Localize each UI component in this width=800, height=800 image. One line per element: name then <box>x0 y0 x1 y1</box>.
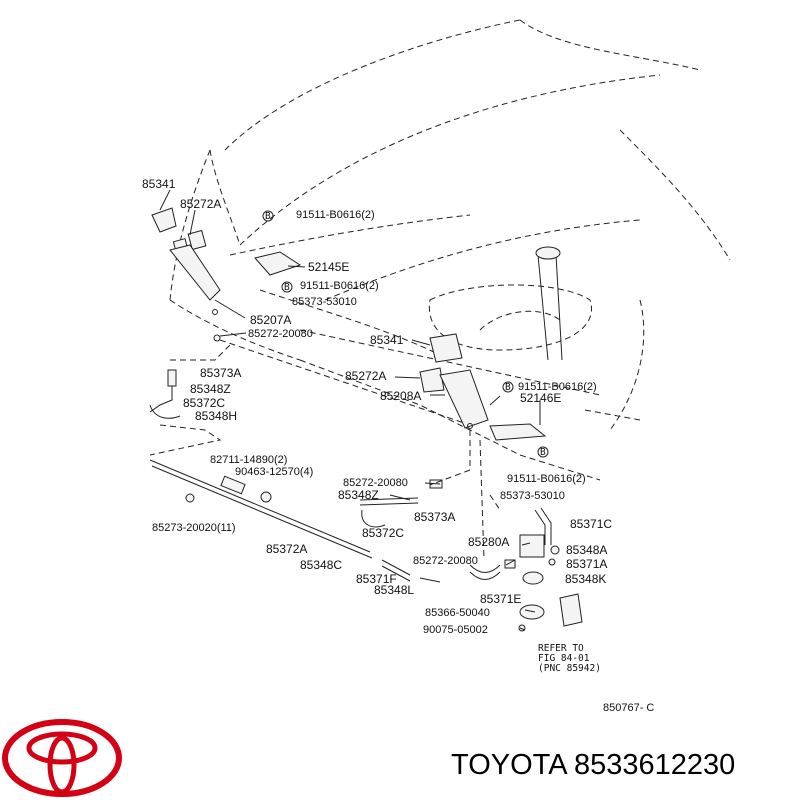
washer-tank-neck <box>535 246 563 361</box>
left-hose-set <box>149 344 231 456</box>
main-washer-hose <box>149 459 373 559</box>
part-label: 85366-50040 <box>425 607 490 619</box>
part-label: 85272A <box>345 369 386 383</box>
bolt-marker-icon <box>537 446 549 458</box>
part-label: 85272-20080 <box>248 328 313 340</box>
part-label: 52146E <box>520 391 561 405</box>
part-label: 85373A <box>200 366 241 380</box>
part-label: 85341 <box>370 333 404 347</box>
part-label: 91511-B0616(2) <box>507 473 586 485</box>
part-label: 90463-12570(4) <box>235 466 313 478</box>
reference-note: REFER TO FIG 84-01 (PNC 85942) <box>538 643 601 674</box>
logo-vertical-ellipse <box>47 735 77 795</box>
part-label: 91511-B0616(2) <box>518 381 597 393</box>
part-label: 85372C <box>362 526 404 540</box>
diagram-code: 850767- C <box>603 702 654 714</box>
part-label: 85348A <box>566 543 607 557</box>
part-label: 91511-B0616(2) <box>300 280 379 292</box>
part-label: 90075-05002 <box>423 624 488 636</box>
bolt-marker-icon <box>262 210 274 222</box>
reference-note-line3: (PNC 85942) <box>538 663 601 674</box>
bolt-marker-icon <box>281 281 293 293</box>
part-label: 85273-20020(11) <box>152 522 236 534</box>
part-label: 85373A <box>414 510 455 524</box>
center-hose-set <box>359 430 501 561</box>
part-label: 85272-20080 <box>343 477 408 489</box>
bolt-markers: B B B B <box>262 210 549 458</box>
vehicle-body-outline <box>169 19 731 481</box>
part-label: 85371C <box>570 517 612 531</box>
bolt-marker-text: B <box>540 447 546 458</box>
bolt-marker-icon <box>502 381 514 393</box>
part-label: 85272A <box>180 197 221 211</box>
part-label: 85348K <box>565 572 606 586</box>
leader-lines <box>159 189 541 631</box>
reference-note-line2: FIG 84-01 <box>538 653 590 664</box>
part-labels: 85341 85272A 91511-B0616(2) 52145E 91511… <box>142 177 612 636</box>
reference-note-line1: REFER TO <box>538 643 584 654</box>
part-label: 85348L <box>374 583 414 597</box>
part-label: 85207A <box>250 313 291 327</box>
right-cleaner-assembly <box>419 333 547 441</box>
bolt-marker-text: B <box>265 211 271 222</box>
part-label: 85372C <box>183 396 225 410</box>
part-label: 85272-20080 <box>413 555 478 567</box>
part-label: 85348Z <box>338 488 379 502</box>
part-label: 85348C <box>300 558 342 572</box>
part-label: 85372A <box>266 542 307 556</box>
bolt-marker-text: B <box>284 282 290 293</box>
bolt-marker-text: B <box>505 382 511 393</box>
part-label: 85373-53010 <box>292 296 357 308</box>
part-label: 85371F <box>356 572 397 586</box>
part-label: 85371E <box>480 592 521 606</box>
part-label: 82711-14890(2) <box>210 454 287 466</box>
part-label: 85208A <box>380 389 421 403</box>
part-label: 85371A <box>566 557 607 571</box>
part-label: 91511-B0616(2) <box>296 209 375 221</box>
part-label: 52145E <box>308 260 349 274</box>
part-label: 85348Z <box>190 382 231 396</box>
part-label: 85341 <box>142 177 176 191</box>
washer-pump-set <box>381 507 583 632</box>
logo-horizontal-ellipse <box>26 731 98 765</box>
brand-part-number: TOYOTA 8533612230 <box>451 749 735 781</box>
left-cleaner-assembly <box>151 207 302 342</box>
part-label: 85348H <box>195 409 237 423</box>
part-label: 85280A <box>468 535 509 549</box>
part-label: 85373-53010 <box>500 490 565 502</box>
toyota-logo <box>2 719 122 797</box>
